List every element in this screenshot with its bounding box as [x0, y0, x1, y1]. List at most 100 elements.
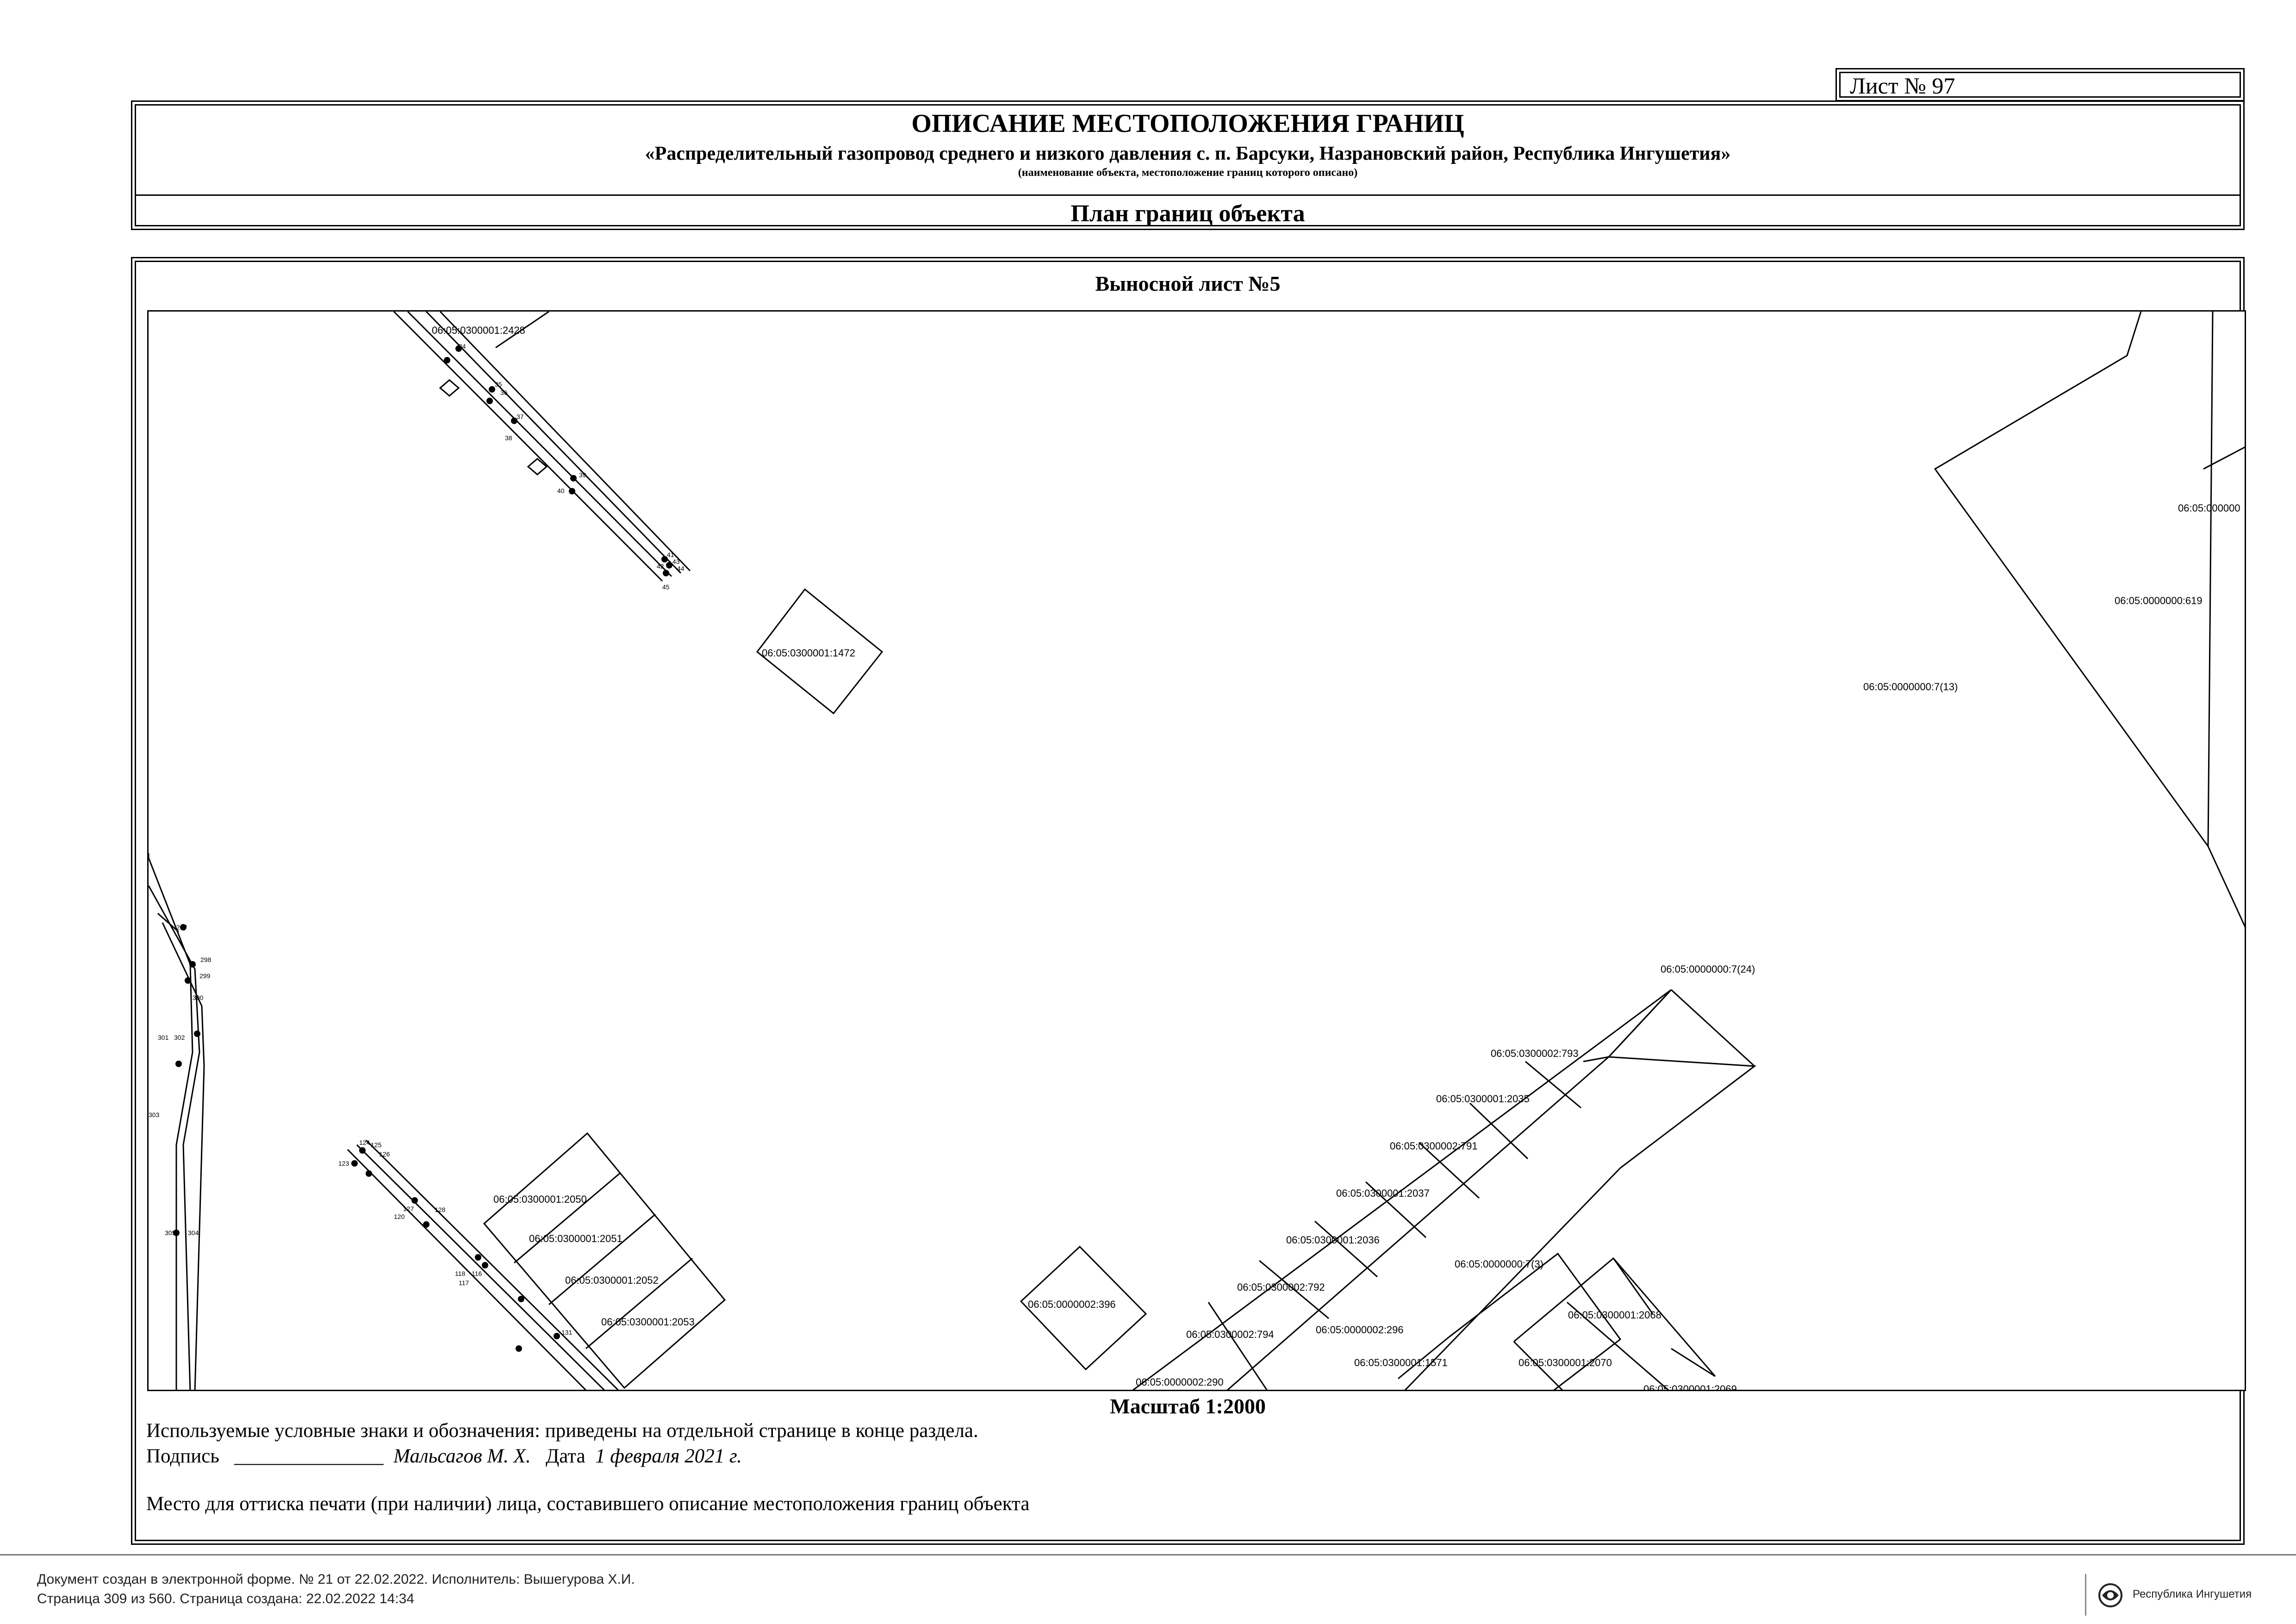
emblem-icon	[2098, 1583, 2122, 1607]
parcel-1472-outline	[756, 588, 884, 715]
sheet-number: Лист № 97	[1850, 73, 1955, 99]
point-label: 43	[672, 558, 680, 565]
parcel-label: 06:05:0000002:296	[1316, 1324, 1404, 1336]
footer-logo: Республика Ингушетия	[2085, 1574, 2281, 1616]
pipeline-points-west	[173, 924, 200, 1236]
point-label: 42	[657, 562, 664, 570]
point-label: 120	[394, 1213, 405, 1220]
point-label: 40	[557, 487, 565, 494]
parcel-label: 06:05:0300002:794	[1186, 1329, 1274, 1340]
parcel-396-outline	[1020, 1245, 1147, 1371]
point-label: 44	[677, 565, 684, 572]
point-label: 117	[459, 1279, 469, 1287]
parcel-label: 06:05:0300002:791	[1390, 1140, 1478, 1152]
point-labels-west: 297 298 299 300 301 302 303 304 305	[149, 924, 212, 1237]
signature-line: Подпись _______________ Мальсагов М. Х. …	[146, 1445, 742, 1468]
document-header: ОПИСАНИЕ МЕСТОПОЛОЖЕНИЯ ГРАНИЦ «Распреде…	[131, 100, 2245, 230]
parcel-row-central	[1132, 989, 1757, 1390]
parcel-label: 06:05:0000002:396	[1028, 1299, 1116, 1310]
parcel-label: 06:05:0000002:290	[1136, 1376, 1224, 1388]
header-divider	[136, 194, 2240, 196]
point-label: 126	[379, 1150, 390, 1158]
point-label: 124	[359, 1139, 370, 1146]
point-label: 297	[176, 924, 187, 931]
point-label: 35	[495, 381, 502, 388]
parcel-label: 06:05:0300001:2068	[1568, 1309, 1661, 1321]
logo-text: Республика Ингушетия	[2133, 1588, 2252, 1600]
point-label: 34	[459, 343, 466, 350]
pipeline-corridor-west	[149, 853, 205, 1390]
pipeline-points-north	[444, 345, 672, 576]
sheet-number-box: Лист № 97	[1836, 68, 2245, 101]
parcel-label: 06:05:0300001:2035	[1436, 1093, 1530, 1105]
object-name: «Распределительный газопровод среднего и…	[645, 143, 1731, 164]
parcel-label: 06:05:0300002:793	[1491, 1048, 1579, 1059]
signature-label: Подпись	[146, 1445, 219, 1467]
point-label: 41	[667, 551, 674, 558]
point-label: 36	[500, 389, 508, 396]
parcel-619-outline	[1934, 312, 2245, 928]
plan-sheet: Выносной лист №5 34 35 36 37 38	[131, 257, 2246, 1545]
point-label: 37	[516, 413, 524, 420]
parcel-label: 06:05:0300001:2052	[565, 1274, 659, 1286]
map-drawing: 34 35 36 37 38 39 40 41 42 43 44 45	[149, 312, 2245, 1391]
parcel-label: 06:05:0300001:2037	[1336, 1187, 1430, 1199]
map-title: Выносной лист №5	[1095, 272, 1281, 295]
parcel-label: 06:05:0300001:2036	[1286, 1234, 1380, 1246]
footer-page-info: Страница 309 из 560. Страница создана: 2…	[37, 1591, 415, 1606]
parcel-group-2050-2053	[483, 1132, 726, 1389]
pipeline-corridor-south	[347, 1139, 619, 1390]
boundary-map: 34 35 36 37 38 39 40 41 42 43 44 45	[147, 310, 2246, 1391]
point-label: 128	[435, 1206, 446, 1213]
footer-divider	[0, 1554, 2296, 1555]
signature-blank: _______________	[234, 1445, 384, 1467]
point-label: 125	[371, 1141, 382, 1149]
parcel-label: 06:05:0300001:2050	[493, 1193, 587, 1205]
point-label: 302	[174, 1034, 185, 1041]
parcel-label: 06:05:0300001:1472	[762, 647, 855, 659]
signer-name: Мальсагов М. Х.	[393, 1445, 531, 1467]
parcel-labels: 06:05:0300001:2428 06:05:0300001:1472 06…	[432, 325, 2240, 1391]
parcel-label: 06:05:0300002:792	[1237, 1281, 1325, 1293]
pipeline-corridor-north	[393, 312, 691, 582]
point-label: 301	[158, 1034, 169, 1041]
parcel-label: 06:05:0300001:2069	[1643, 1383, 1737, 1391]
parcel-label: 06:05:0300001:2070	[1518, 1357, 1612, 1368]
parcel-label: 06:05:0300001:2428	[432, 325, 525, 336]
stamp-note: Место для оттиска печати (при наличии) л…	[146, 1493, 1030, 1515]
pipeline-points-south	[351, 1147, 560, 1352]
date-value: 1 февраля 2021 г.	[595, 1445, 742, 1467]
point-label: 299	[199, 972, 211, 980]
point-label: 305	[165, 1229, 176, 1237]
point-labels-north: 34 35 36 37 38 39 40 41 42 43 44 45	[459, 343, 684, 591]
point-label: 304	[188, 1229, 199, 1237]
point-label: 131	[561, 1329, 572, 1336]
parcel-label: 06:05:0000000:7(24)	[1661, 963, 1755, 975]
parcel-label: 06:05:0300001:2053	[601, 1316, 695, 1328]
parcel-label: 06:05:0000000:7(13)	[1863, 681, 1958, 693]
legend-note: Используемые условные знаки и обозначени…	[146, 1420, 978, 1442]
map-scale: Масштаб 1:2000	[1110, 1394, 1266, 1418]
point-label: 127	[403, 1205, 414, 1212]
parcel-label: 06:05:0300001:1571	[1354, 1357, 1448, 1368]
point-label: 39	[579, 471, 586, 479]
parcel-label: 06:05:0000000:619	[2115, 595, 2203, 606]
point-label: 116	[472, 1270, 482, 1277]
plan-title: План границ объекта	[1070, 200, 1305, 227]
point-label: 45	[662, 583, 670, 591]
parcel-label: 06:05:0300001:2051	[529, 1233, 622, 1244]
footer-doc-info: Документ создан в электронной форме. № 2…	[37, 1572, 635, 1587]
point-label: 303	[149, 1111, 160, 1118]
point-label: 118	[455, 1270, 466, 1277]
document-title: ОПИСАНИЕ МЕСТОПОЛОЖЕНИЯ ГРАНИЦ	[911, 109, 1464, 138]
point-label: 298	[200, 956, 212, 963]
point-label: 38	[505, 434, 512, 442]
object-caption: (наименование объекта, местоположение гр…	[1018, 167, 1358, 179]
date-label: Дата	[545, 1445, 585, 1467]
parcel-label: 06:05:0000000:7(3)	[1455, 1258, 1543, 1270]
parcel-label: 06:05:000000	[2178, 502, 2240, 514]
point-label: 123	[338, 1160, 349, 1167]
point-labels-south: 116 117 118 120 123 124 125 126 127 128 …	[338, 1139, 572, 1336]
point-label: 300	[193, 994, 204, 1001]
parcel-group-2068-2070	[1513, 1257, 1716, 1390]
